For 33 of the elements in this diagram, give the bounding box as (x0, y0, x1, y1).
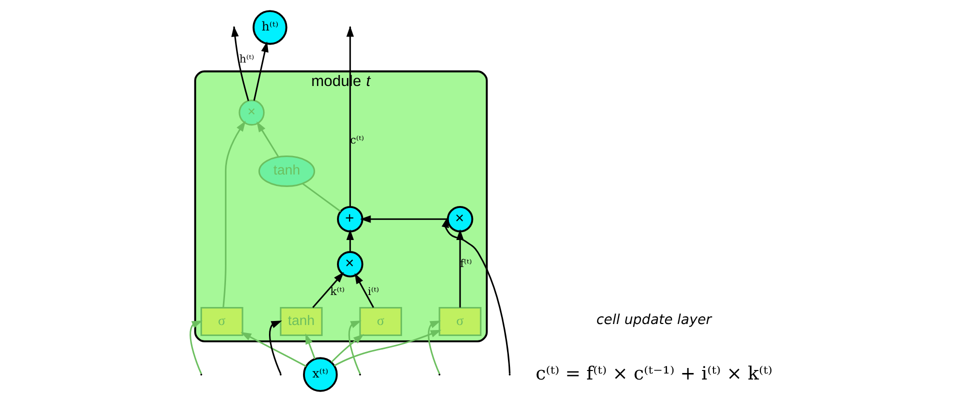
arrow (360, 215, 449, 228)
arrow (346, 229, 354, 252)
node-circle: × (446, 206, 474, 232)
arrow (428, 320, 441, 374)
node-ellipse: tanh (258, 156, 316, 187)
label: c⁽ᵗ⁾ = f⁽ᵗ⁾ × c⁽ᵗ⁻¹⁾ + i⁽ᵗ⁾ × k⁽ᵗ⁾ (536, 363, 772, 384)
arrow (305, 333, 316, 360)
arrow (334, 330, 442, 366)
edge-label: k⁽ᵗ⁾ (330, 284, 345, 298)
edge-label: h⁽ᵗ⁾ (239, 52, 254, 66)
arrow (222, 120, 246, 308)
node-circle: × (238, 100, 265, 126)
node-circle: x⁽ᵗ⁾ (303, 357, 338, 392)
arrow (312, 272, 344, 308)
arrow (354, 273, 374, 308)
arrow (442, 216, 510, 374)
node-circle: h⁽ᵗ⁾ (252, 10, 288, 45)
arrow (240, 332, 306, 367)
arrow (190, 320, 203, 374)
connector (302, 183, 341, 212)
arrow (348, 320, 362, 374)
node-box: tanh (280, 306, 323, 336)
label: cell update layer (596, 312, 712, 328)
node-box: σ (359, 306, 402, 336)
node-box: σ (438, 306, 482, 336)
arrow (330, 334, 364, 363)
arrow (256, 121, 279, 158)
node-box: σ (200, 306, 244, 336)
node-circle: + (336, 206, 364, 232)
arrow (253, 41, 268, 101)
node-circle: × (336, 251, 364, 278)
arrow (269, 320, 282, 374)
edge-label: i⁽ᵗ⁾ (368, 284, 379, 298)
